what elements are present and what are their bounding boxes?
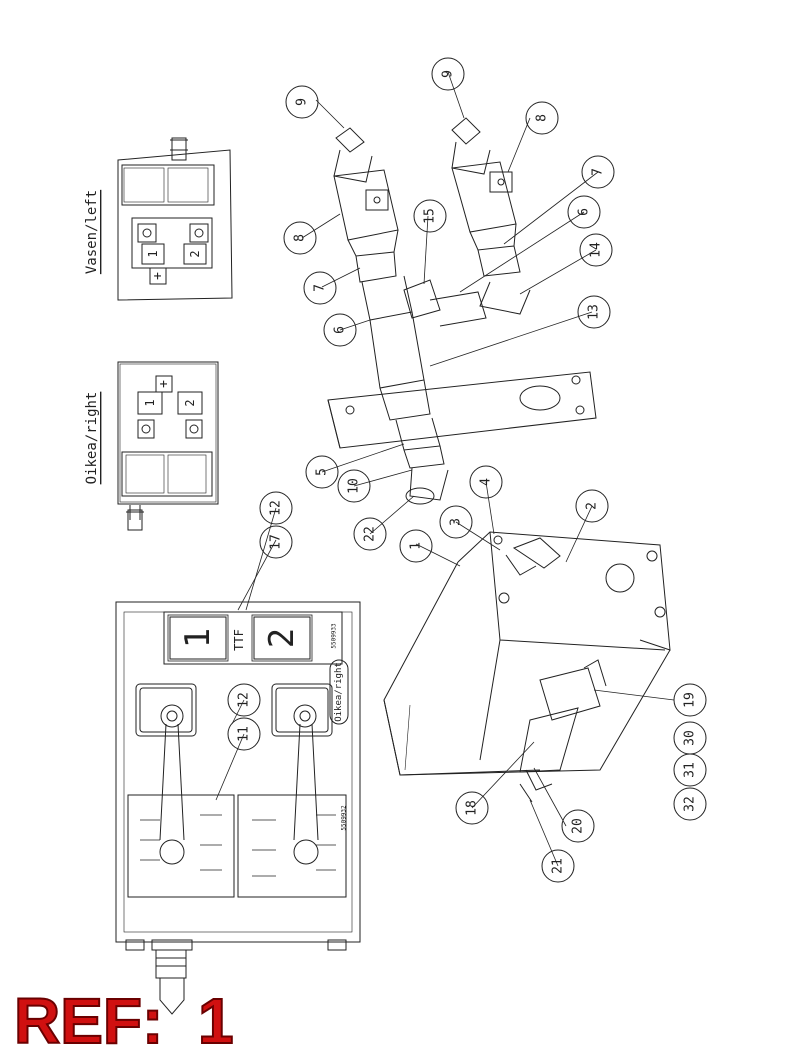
callout-19: 19	[683, 692, 698, 708]
callout-5: 5	[315, 468, 330, 476]
left-view-label: Vasen/left	[84, 190, 100, 274]
small-left-plus: +	[151, 272, 166, 280]
front-panel-main-view	[115, 601, 361, 1015]
callout-leaders	[215, 71, 675, 867]
callout-17: 17	[269, 534, 284, 550]
callout-7b: 7	[591, 168, 606, 176]
callout-13: 13	[587, 304, 602, 320]
right-side-small-view	[117, 361, 219, 531]
panel-ttf-label: TTF	[232, 629, 246, 651]
ref-prefix: REF:	[14, 985, 163, 1049]
callout-12a: 12	[269, 500, 284, 516]
callout-8a: 8	[293, 234, 308, 242]
ref-badge: REF: 1	[13, 985, 235, 1049]
panel-code-b: 5509932	[341, 805, 348, 831]
callout-7a: 7	[313, 284, 328, 292]
panel-code-a: 5509933	[331, 623, 338, 649]
callout-3: 3	[449, 518, 464, 526]
callout-32: 32	[683, 796, 698, 812]
small-right-valve-1: 1	[143, 399, 157, 406]
small-right-valve-2: 2	[183, 399, 197, 406]
callout-14: 14	[589, 242, 604, 258]
small-right-plus: +	[157, 380, 172, 388]
left-side-small-view	[117, 137, 233, 301]
callout-18: 18	[465, 800, 480, 816]
small-left-valve-1: 1	[146, 250, 160, 257]
callout-21: 21	[551, 858, 566, 874]
panel-valve-2-label: 2	[262, 628, 302, 648]
panel-side-tag-text: Oikea/right	[334, 662, 344, 722]
callout-15: 15	[423, 208, 438, 224]
callout-9b: 9	[441, 70, 456, 78]
callout-1: 1	[409, 542, 424, 550]
callout-10: 10	[347, 478, 362, 494]
callout-11: 11	[237, 726, 252, 742]
callout-12b: 12	[237, 692, 252, 708]
callout-2: 2	[585, 502, 600, 510]
callout-20: 20	[571, 818, 586, 834]
callout-30: 30	[683, 730, 698, 746]
callout-8b: 8	[535, 114, 550, 122]
callout-4: 4	[479, 478, 494, 486]
callout-9a: 9	[295, 98, 310, 106]
callout-22: 22	[363, 526, 378, 542]
panel-side-tag: Oikea/right	[329, 659, 349, 725]
ref-number: 1	[198, 985, 234, 1049]
callout-6b: 6	[577, 208, 592, 216]
callout-31: 31	[683, 762, 698, 778]
panel-valve-1-label: 1	[178, 628, 218, 648]
piping-assembly-view	[327, 117, 597, 505]
right-view-label: Oikea/right	[84, 392, 100, 485]
small-left-valve-2: 2	[188, 250, 202, 257]
callout-6a: 6	[333, 326, 348, 334]
enclosure-isometric-view	[383, 531, 671, 803]
callout-circles	[227, 57, 707, 883]
